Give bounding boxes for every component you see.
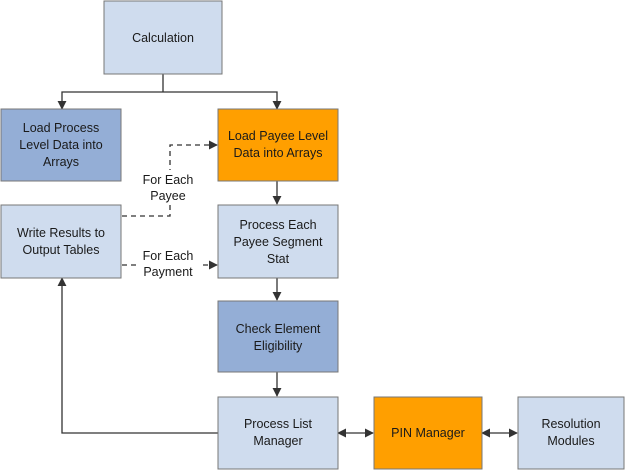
node-pin-manager-line1: PIN Manager xyxy=(391,426,465,440)
node-process-list: Process List Manager xyxy=(217,396,339,470)
node-process-list-line2: Manager xyxy=(253,434,302,448)
edge-process-list-to-write-results xyxy=(57,277,218,434)
node-load-payee: Load Payee Level Data into Arrays xyxy=(217,108,339,182)
node-load-payee-line2: Data into Arrays xyxy=(234,146,323,160)
node-pin-manager: PIN Manager xyxy=(373,396,483,470)
node-write-results-line1: Write Results to xyxy=(17,226,105,240)
node-process-list-box xyxy=(217,396,339,470)
node-process-each-line3: Stat xyxy=(267,252,290,266)
node-calculation-box xyxy=(103,0,223,75)
label-for-each-payment: For Each Payment xyxy=(137,246,199,280)
node-load-process-line1: Load Process xyxy=(23,121,99,135)
node-load-process-box xyxy=(0,108,122,182)
node-write-results-line2: Output Tables xyxy=(23,243,100,257)
node-check-element: Check Element Eligibility xyxy=(217,300,339,373)
node-write-results-box xyxy=(0,204,122,279)
node-calculation-line1: Calculation xyxy=(132,31,194,45)
node-pin-manager-box xyxy=(373,396,483,470)
node-resolution-line1: Resolution xyxy=(541,417,600,431)
node-process-each: Process Each Payee Segment Stat xyxy=(217,204,339,279)
node-load-process-line2: Level Data into xyxy=(19,138,102,152)
node-load-payee-line1: Load Payee Level xyxy=(228,129,328,143)
node-process-list-line1: Process List xyxy=(244,417,313,431)
edge-split-to-load-payee xyxy=(163,91,282,110)
node-calculation: Calculation xyxy=(103,0,223,75)
node-resolution: Resolution Modules xyxy=(517,396,625,470)
node-process-each-line1: Process Each xyxy=(239,218,316,232)
label-for-each-payment-line2: Payment xyxy=(143,265,193,279)
node-load-process-line3: Arrays xyxy=(43,155,79,169)
node-check-element-box xyxy=(217,300,339,373)
node-process-each-box xyxy=(217,204,339,279)
label-for-each-payment-line1: For Each xyxy=(143,249,194,263)
node-resolution-line2: Modules xyxy=(547,434,594,448)
label-for-each-payee-line1: For Each xyxy=(143,173,194,187)
node-write-results: Write Results to Output Tables xyxy=(0,204,122,279)
node-check-element-line1: Check Element xyxy=(236,322,321,336)
label-for-each-payee: For Each Payee xyxy=(137,170,199,204)
node-resolution-box xyxy=(517,396,625,470)
node-check-element-line2: Eligibility xyxy=(254,339,303,353)
node-load-payee-box xyxy=(217,108,339,182)
node-process-each-line2: Payee Segment xyxy=(234,235,323,249)
label-for-each-payee-line2: Payee xyxy=(150,189,185,203)
node-load-process: Load Process Level Data into Arrays xyxy=(0,108,122,182)
edge-split-to-load-process xyxy=(57,91,163,110)
